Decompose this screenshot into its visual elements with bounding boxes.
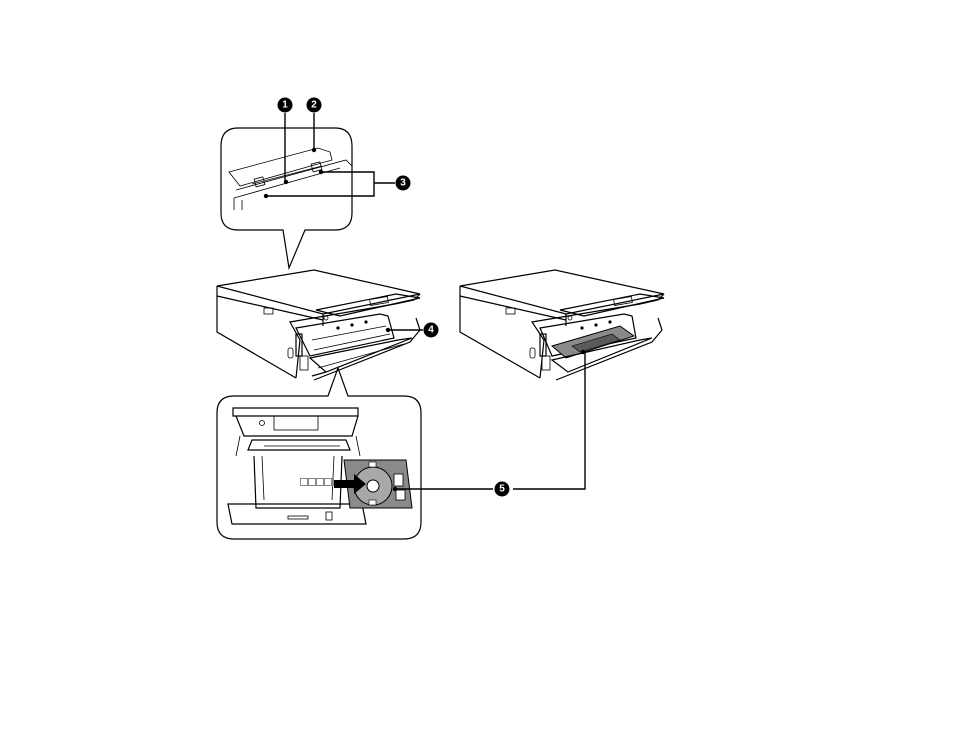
callout-5-label: 5 — [499, 484, 505, 495]
callout-5: 5 — [495, 482, 510, 497]
callout-2: 2 — [307, 98, 322, 113]
callout-4: 4 — [424, 323, 439, 338]
callout-1: 1 — [278, 98, 293, 113]
callout-2-label: 2 — [311, 100, 317, 111]
zoom-bubble-cd-tray — [217, 368, 421, 539]
leader-lines — [266, 113, 585, 489]
zoom-bubble-rear-feeder — [221, 128, 352, 268]
printer-right — [460, 270, 664, 380]
callout-3: 3 — [396, 176, 411, 191]
printer-left — [217, 270, 420, 380]
callout-1-label: 1 — [282, 100, 288, 111]
callout-4-label: 4 — [428, 325, 434, 336]
callout-3-label: 3 — [400, 178, 406, 189]
